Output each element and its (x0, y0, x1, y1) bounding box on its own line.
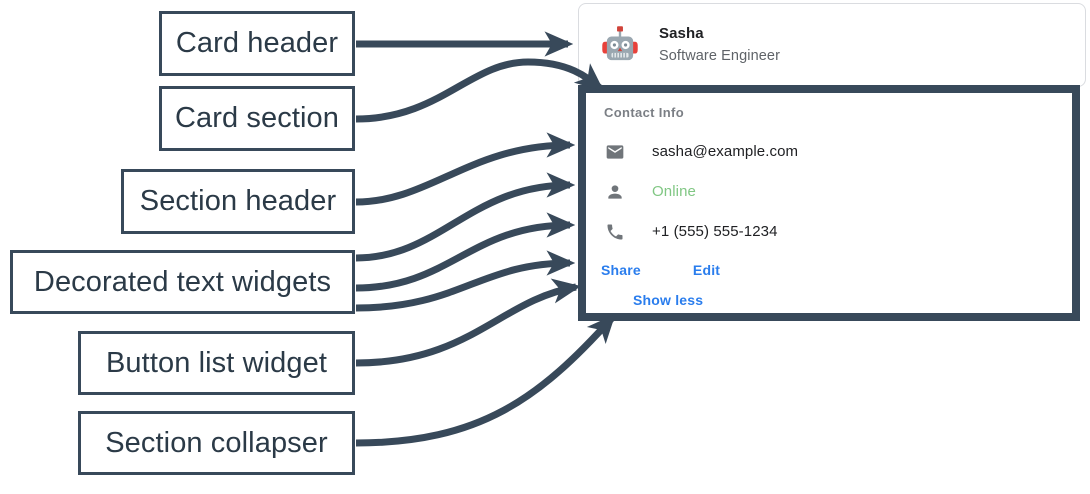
robot-icon (597, 22, 643, 68)
arrow-section-header (355, 132, 576, 206)
arrow-section-collapser (355, 314, 616, 447)
phone-icon (604, 221, 626, 243)
card-section-content: Contact Info sasha@example.com (586, 93, 1072, 310)
person-icon (604, 181, 626, 203)
email-icon (604, 141, 626, 163)
robot-icon-glyph (602, 26, 638, 61)
arrow-decorated-1 (355, 172, 576, 262)
edit-button[interactable]: Edit (692, 262, 721, 278)
annotation-decorated-text-widgets: Decorated text widgets (10, 250, 355, 314)
annotation-label: Card section (175, 102, 339, 134)
section-header: Contact Info (604, 105, 685, 120)
decorated-text-widget-phone: +1 (555) 555-1234 (604, 217, 1072, 247)
card-header-text: Sasha Software Engineer (659, 24, 780, 66)
arrow-card-section (355, 58, 604, 123)
annotation-label: Button list widget (105, 346, 328, 379)
arrow-decorated-2 (355, 212, 576, 292)
annotation-button-list-widget: Button list widget (78, 331, 355, 395)
annotation-label: Decorated text widgets (33, 265, 332, 298)
annotation-section-header: Section header (121, 169, 355, 234)
decorated-text-widget-status: Online (604, 177, 1072, 207)
section-collapser: Show less (633, 292, 1072, 310)
email-value: sasha@example.com (652, 143, 799, 160)
annotation-card-section: Card section (159, 86, 355, 151)
status-value: Online (652, 183, 696, 200)
annotation-label: Card header (175, 27, 339, 59)
card-header: Sasha Software Engineer (579, 4, 1085, 86)
card: Sasha Software Engineer (578, 3, 1086, 87)
card-section: Contact Info sasha@example.com (578, 85, 1080, 321)
show-less-button[interactable]: Show less (633, 292, 704, 308)
annotation-label: Section header (139, 185, 337, 217)
annotation-section-collapser: Section collapser (78, 411, 355, 475)
arrow-decorated-3 (355, 250, 576, 312)
button-list-widget: Share Edit (601, 257, 1072, 283)
annotation-label: Section collapser (105, 426, 328, 459)
phone-value: +1 (555) 555-1234 (652, 223, 778, 240)
arrow-button-list (355, 278, 582, 367)
decorated-text-widget-email: sasha@example.com (604, 137, 1072, 167)
card-header-subtitle: Software Engineer (659, 48, 780, 64)
share-button[interactable]: Share (601, 262, 641, 278)
card-header-title: Sasha (659, 25, 704, 42)
annotation-card-header: Card header (159, 11, 355, 76)
